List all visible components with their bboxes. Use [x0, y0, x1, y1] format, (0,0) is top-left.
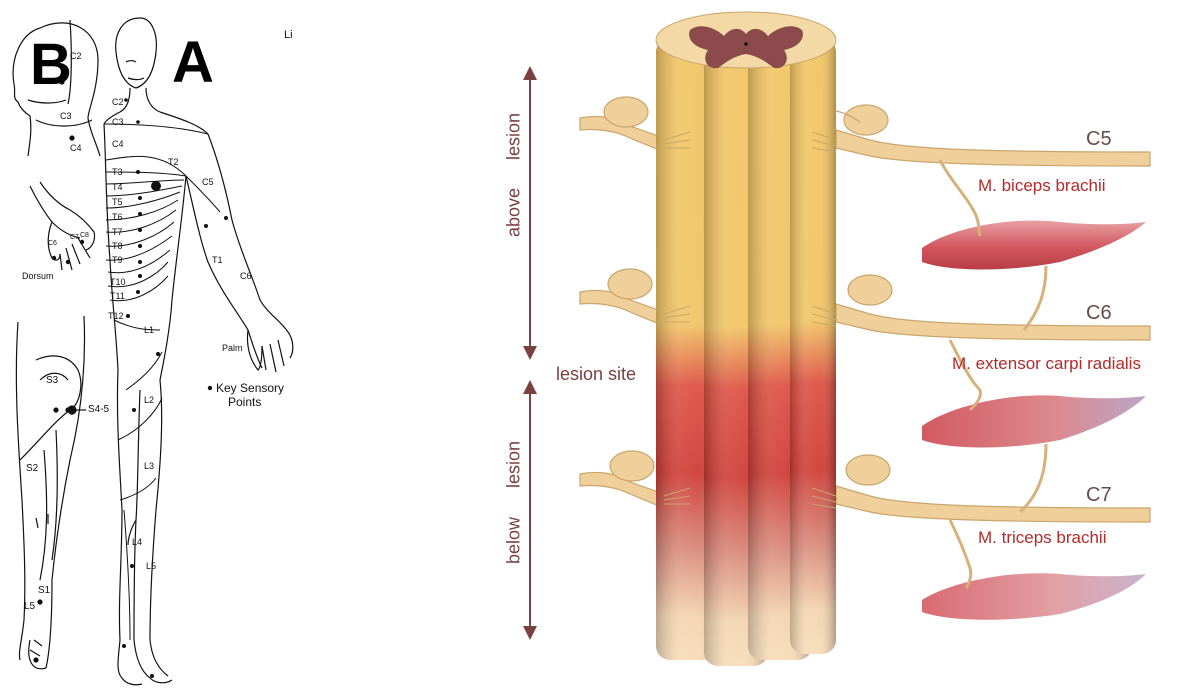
spinal-panel — [523, 12, 1150, 666]
above-word2: lesion — [504, 97, 525, 177]
trunk-label: C2 — [112, 98, 124, 107]
below-word2: lesion — [504, 425, 525, 505]
leg-label-l5: L5 — [24, 602, 35, 612]
trunk-label: T12 — [108, 312, 124, 321]
finger-label-c8: C8 — [80, 232, 89, 239]
palm-label: Palm — [222, 344, 243, 353]
leg-back — [16, 316, 86, 669]
trunk-label: T4 — [112, 183, 123, 192]
panel-letter-a: A — [172, 34, 214, 92]
trunk-label: C3 — [112, 118, 124, 127]
dermatome-panel — [13, 18, 293, 685]
head-label-c4: C4 — [70, 144, 82, 153]
arm-label-c5: C5 — [202, 178, 214, 187]
arm-label-c6: C6 — [240, 272, 252, 281]
lesion-site-label: lesion site — [556, 364, 636, 385]
arm-label-t1: T1 — [212, 256, 223, 265]
above-word1: above — [504, 173, 525, 253]
trunk-label: T8 — [112, 242, 123, 251]
trunk-label: T6 — [112, 213, 123, 222]
panel-letter-b: B — [30, 36, 72, 94]
trunk-label: L3 — [144, 462, 154, 471]
muscle-label-extensor: M. extensor carpi radialis — [952, 354, 1141, 374]
below-word1: below — [504, 501, 525, 581]
hand-dorsum — [30, 182, 95, 270]
trunk-label: L4 — [132, 538, 142, 547]
body-outline — [104, 18, 293, 685]
leg-label-s1: S1 — [38, 586, 50, 596]
trunk-label: T9 — [112, 256, 123, 265]
legend-dot — [208, 386, 212, 390]
legend-line1: Key Sensory — [216, 382, 284, 396]
finger-label-c7: C7 — [70, 234, 79, 241]
trunk-label: L2 — [144, 396, 154, 405]
leg-label-s2: S2 — [26, 464, 38, 474]
trunk-label: T7 — [112, 228, 123, 237]
nerve-root-c7: C7 — [1086, 484, 1112, 507]
nerve-root-c6: C6 — [1086, 302, 1112, 325]
trunk-label: T10 — [110, 278, 126, 287]
muscle-extensor — [922, 395, 1146, 447]
trunk-label: T11 — [110, 292, 125, 301]
head-label-c2: C2 — [70, 52, 82, 61]
nerve-root-c5: C5 — [1086, 128, 1112, 151]
muscle-triceps — [922, 573, 1146, 620]
trunk-label: T5 — [112, 198, 123, 207]
dorsum-label: Dorsum — [22, 272, 54, 281]
trunk-label: T2 — [168, 158, 179, 167]
legend-line2: Points — [228, 396, 261, 410]
trunk-label: L1 — [144, 326, 154, 335]
region-arrows — [523, 66, 537, 640]
cut-label: Li — [284, 30, 293, 41]
head-label-c3: C3 — [60, 112, 72, 121]
leg-label-s45: S4-5 — [88, 405, 109, 415]
muscle-label-biceps: M. biceps brachii — [978, 176, 1106, 196]
trunk-label: T3 — [112, 168, 123, 177]
leg-label-s3: S3 — [46, 376, 58, 386]
finger-label-c6: C6 — [48, 240, 57, 247]
muscles — [922, 220, 1146, 619]
muscle-label-triceps: M. triceps brachii — [978, 528, 1106, 548]
muscle-biceps — [922, 220, 1146, 269]
spinal-cord — [656, 12, 836, 666]
trunk-label: L5 — [146, 562, 156, 571]
trunk-label: C4 — [112, 140, 124, 149]
